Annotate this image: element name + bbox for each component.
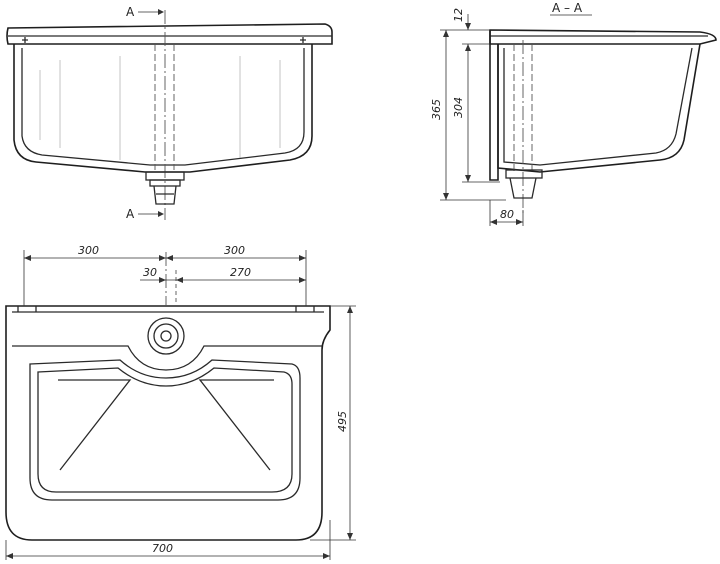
dim-side-basin-height: 304 bbox=[452, 97, 465, 118]
section-view-outlet bbox=[505, 169, 543, 199]
plan-view-outline bbox=[5, 305, 331, 541]
front-view-drain-pipe bbox=[154, 44, 175, 170]
front-view-rim bbox=[6, 23, 333, 45]
section-marker-top: A bbox=[126, 5, 135, 19]
section-view-drain-pipe bbox=[513, 44, 533, 172]
section-view-rim bbox=[489, 29, 717, 45]
dim-plan-right-half: 300 bbox=[224, 244, 245, 257]
dim-plan-drain-to-edge: 270 bbox=[230, 266, 251, 279]
plan-view-basin bbox=[29, 359, 301, 501]
section-view: A – A 365 304 12 bbox=[430, 1, 717, 226]
front-view: A A bbox=[6, 5, 333, 221]
front-view-outlet bbox=[145, 171, 185, 205]
section-view-basin bbox=[497, 43, 701, 173]
dim-plan-depth: 495 bbox=[336, 411, 349, 432]
front-view-basin bbox=[13, 44, 313, 173]
dim-plan-left-half: 300 bbox=[78, 244, 99, 257]
plan-view: 300 300 30 270 495 700 bbox=[5, 244, 356, 560]
section-title: A – A bbox=[552, 1, 583, 15]
dim-side-rim: 12 bbox=[452, 8, 465, 22]
plan-view-drain bbox=[147, 317, 185, 355]
section-marker-bottom: A bbox=[126, 207, 135, 221]
dim-side-outlet-offset: 80 bbox=[500, 208, 514, 221]
dim-plan-total-width: 700 bbox=[152, 542, 173, 555]
dim-side-total-height: 365 bbox=[430, 99, 443, 120]
dim-plan-drain-width: 30 bbox=[143, 266, 157, 279]
